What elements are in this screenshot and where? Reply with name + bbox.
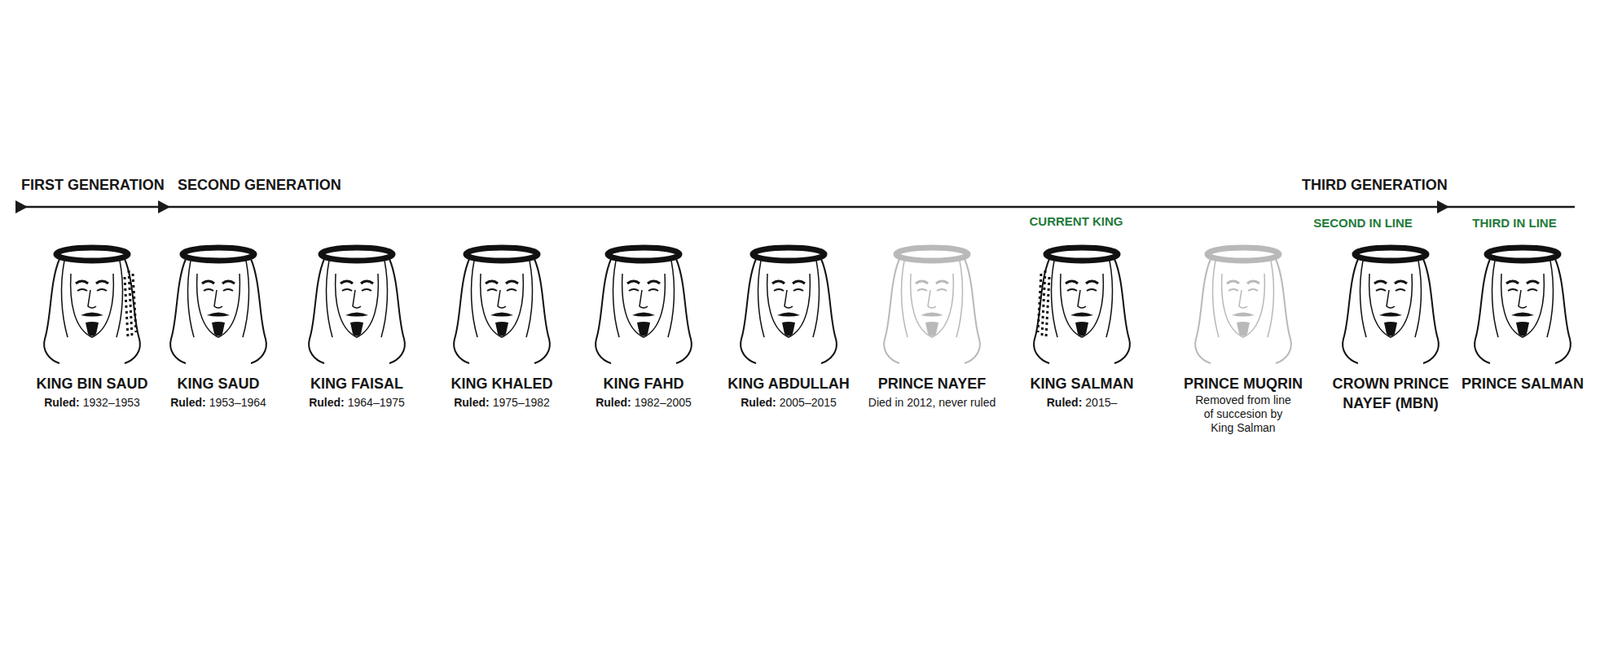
reign-label: Ruled: xyxy=(43,395,80,409)
reign-label: Ruled: xyxy=(170,395,207,409)
ruler-name: KING SALMAN xyxy=(1030,373,1135,394)
ruler-name: KING ABDULLAH xyxy=(727,373,849,394)
generation-label: THIRD GENERATION xyxy=(1301,176,1448,194)
ruler-entry: CROWN PRINCE NAYEF (MBN) xyxy=(1325,373,1456,414)
timeline-axis xyxy=(15,206,1575,209)
reign-label: Ruled: xyxy=(1046,395,1083,409)
ruler-name: PRINCE NAYEF xyxy=(868,373,996,394)
reign-label: Ruled: xyxy=(740,395,777,409)
ruler-entry: KING FAHDRuled:1982–2005 xyxy=(595,373,692,410)
reign-line: Ruled:1975–1982 xyxy=(451,395,554,410)
reign-line: Ruled:1953–1964 xyxy=(170,395,267,410)
reign-years: 1932–1953 xyxy=(83,395,141,409)
ruler-note: Died in 2012, never ruled xyxy=(868,395,996,410)
reign-years: 1964–1975 xyxy=(347,395,405,409)
status-label: CURRENT KING xyxy=(1029,214,1124,229)
arrow-head xyxy=(158,200,171,214)
ruler-entry: KING BIN SAUDRuled:1932–1953 xyxy=(35,373,148,410)
reign-line: Ruled:1932–1953 xyxy=(35,395,148,410)
ruler-entry: KING FAISALRuled:1964–1975 xyxy=(308,373,405,410)
portrait xyxy=(1033,246,1130,365)
ruler-entry: KING SALMANRuled:2015– xyxy=(1030,373,1135,410)
portrait-pattern xyxy=(1037,270,1050,338)
ruler-name: CROWN PRINCE NAYEF (MBN) xyxy=(1325,373,1456,414)
ruler-name: KING FAISAL xyxy=(308,373,405,394)
ruler-name: KING FAHD xyxy=(595,373,692,394)
status-label: THIRD IN LINE xyxy=(1472,215,1557,230)
portrait xyxy=(170,246,267,365)
reign-line: Ruled:1982–2005 xyxy=(595,395,692,410)
ruler-entry: KING ABDULLAHRuled:2005–2015 xyxy=(727,373,849,410)
reign-years: 2005–2015 xyxy=(779,395,837,409)
ruler-entry: PRINCE MUQRINRemoved from line of succes… xyxy=(1183,373,1303,436)
reign-label: Ruled: xyxy=(453,395,490,409)
ruler-note: Removed from line of succesion by King S… xyxy=(1192,393,1294,436)
portrait-pattern xyxy=(124,270,137,338)
reign-years: 1975–1982 xyxy=(492,395,550,409)
portrait xyxy=(740,246,837,365)
reign-years: 1953–1964 xyxy=(209,395,267,409)
ruler-name: KING BIN SAUD xyxy=(35,373,148,394)
arrow-head xyxy=(1437,200,1450,214)
ruler-name: KING KHALED xyxy=(451,373,554,394)
portrait xyxy=(1342,246,1439,365)
ruler-name: PRINCE MUQRIN xyxy=(1183,373,1303,394)
portrait xyxy=(595,246,692,365)
portrait xyxy=(453,246,550,365)
ruler-name: KING SAUD xyxy=(170,373,267,394)
ruler-name: PRINCE SALMAN xyxy=(1461,373,1584,394)
reign-line: Ruled:2015– xyxy=(1030,395,1135,410)
reign-line: Ruled:1964–1975 xyxy=(308,395,405,410)
reign-label: Ruled: xyxy=(595,395,632,409)
portrait xyxy=(43,246,141,365)
portrait xyxy=(308,246,405,365)
status-label: SECOND IN LINE xyxy=(1313,215,1413,230)
reign-line: Ruled:2005–2015 xyxy=(727,395,849,410)
generation-label: FIRST GENERATION xyxy=(21,176,165,194)
reign-years: 1982–2005 xyxy=(634,395,692,409)
portrait-greyed xyxy=(883,246,981,365)
ruler-entry: KING KHALEDRuled:1975–1982 xyxy=(451,373,554,410)
portraits xyxy=(43,246,1571,365)
arrow-head xyxy=(15,200,28,214)
portrait xyxy=(1474,246,1571,365)
reign-years: 2015– xyxy=(1085,395,1117,409)
generation-label: SECOND GENERATION xyxy=(177,176,342,194)
ruler-entry: PRINCE NAYEFDied in 2012, never ruled xyxy=(868,373,996,410)
reign-label: Ruled: xyxy=(308,395,345,409)
ruler-entry: KING SAUDRuled:1953–1964 xyxy=(170,373,267,410)
portrait-greyed xyxy=(1195,246,1292,365)
ruler-entry: PRINCE SALMAN xyxy=(1461,373,1584,394)
